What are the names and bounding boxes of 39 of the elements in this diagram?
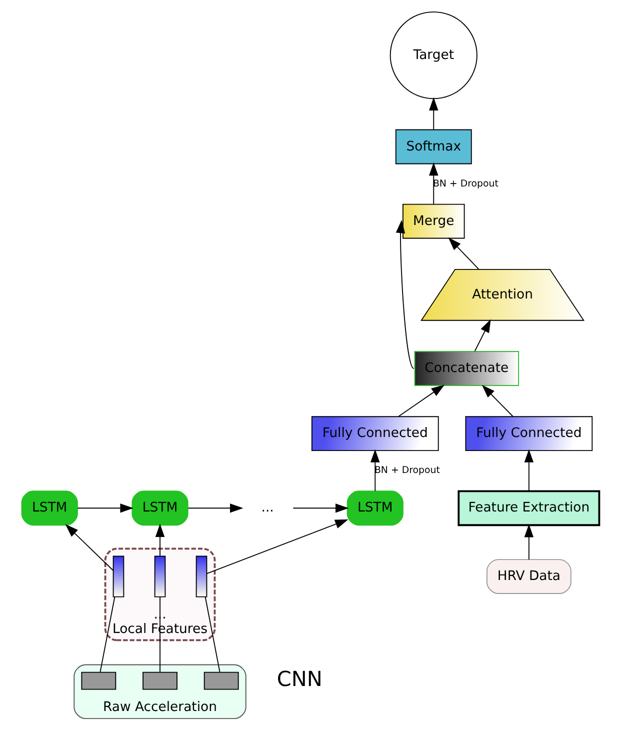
arrow bbox=[524, 449, 534, 492]
node-box: LSTM bbox=[132, 490, 188, 526]
node-box: Fully Connected bbox=[311, 416, 439, 452]
connector bbox=[204, 596, 220, 673]
node-box: HRV Data bbox=[486, 559, 572, 594]
node-bar bbox=[112, 556, 124, 598]
arrow bbox=[65, 524, 114, 571]
arrow bbox=[292, 504, 349, 513]
node-box bbox=[204, 672, 239, 690]
node-text: ... bbox=[261, 500, 274, 516]
arrow bbox=[398, 384, 445, 417]
node-box: Feature Extraction bbox=[458, 490, 600, 526]
arrow bbox=[188, 504, 244, 513]
node-box: Softmax bbox=[395, 129, 472, 164]
connector bbox=[100, 596, 116, 673]
node-box: LSTM bbox=[346, 490, 404, 526]
node-circle: Target bbox=[390, 11, 478, 100]
node-box: Fully Connected bbox=[465, 416, 593, 452]
cluster: Raw Acceleration bbox=[74, 664, 246, 720]
arrow bbox=[396, 220, 414, 369]
arrow bbox=[77, 504, 134, 513]
arrow bbox=[524, 524, 534, 560]
arrow bbox=[474, 319, 491, 352]
edge-label: BN + Dropout bbox=[432, 178, 498, 190]
arrow bbox=[370, 449, 380, 492]
node-bar bbox=[154, 556, 166, 598]
node-box: LSTM bbox=[21, 490, 78, 526]
edge-label: BN + Dropout bbox=[374, 465, 440, 476]
arrow bbox=[206, 519, 348, 574]
node-box bbox=[81, 672, 116, 690]
arrow bbox=[429, 97, 438, 130]
label: CNN bbox=[276, 667, 322, 692]
node-bar bbox=[196, 556, 208, 598]
arrow bbox=[448, 237, 480, 270]
arrow bbox=[482, 384, 514, 417]
arrow bbox=[155, 524, 165, 556]
node-box: Merge bbox=[402, 204, 465, 239]
node-box bbox=[142, 672, 178, 690]
arrow bbox=[429, 162, 438, 205]
